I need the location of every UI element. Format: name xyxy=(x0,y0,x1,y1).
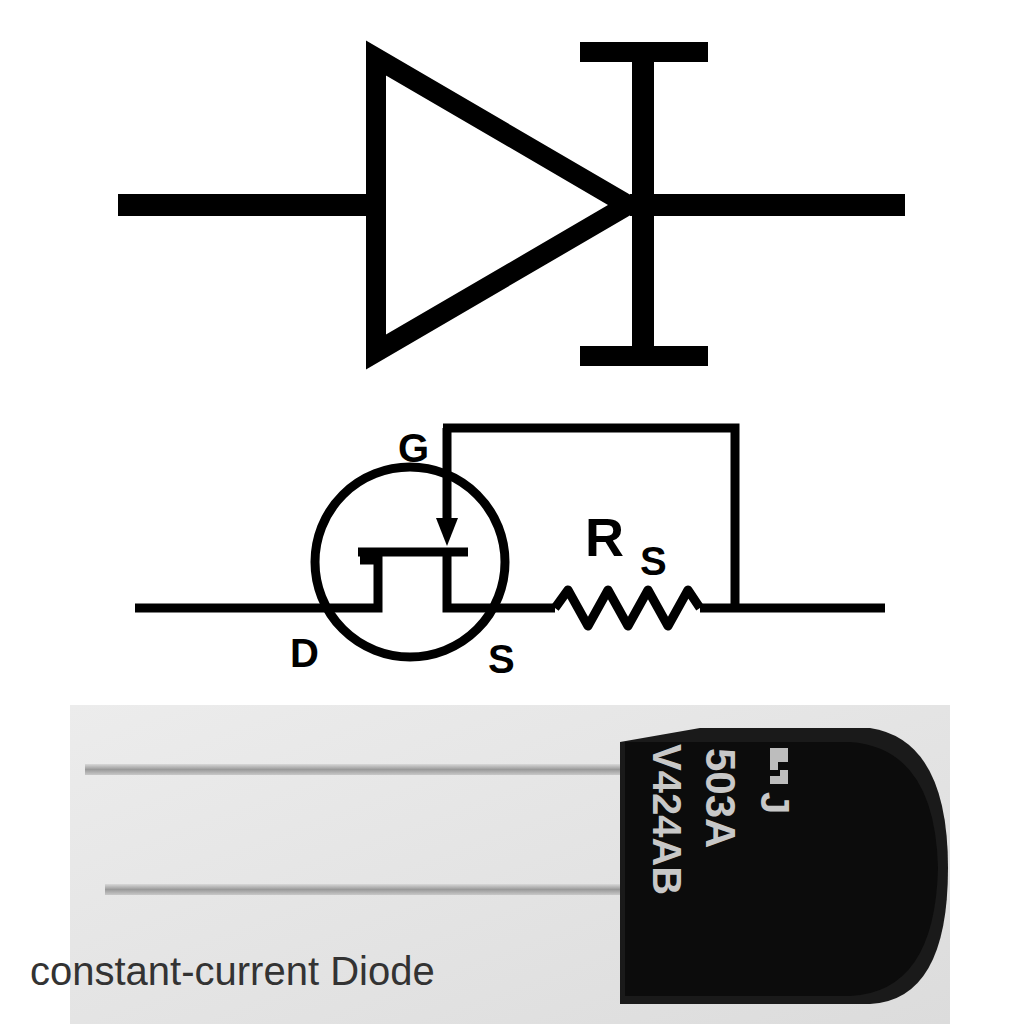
jfet-schematic xyxy=(135,428,885,657)
constant-current-diode-symbol xyxy=(118,48,905,360)
drain-pin-label: D xyxy=(290,630,319,676)
caption: constant-current Diode xyxy=(30,948,435,994)
resistor-subscript: S xyxy=(640,538,667,584)
gate-arrow xyxy=(436,518,458,546)
gate-pin-label: G xyxy=(398,425,429,471)
package-marking: J xyxy=(752,792,798,814)
resistor-label: R xyxy=(585,506,624,568)
source-pin-label: S xyxy=(488,636,515,682)
package-marking: V424AB xyxy=(644,744,690,895)
package-marking: 503A xyxy=(696,748,744,848)
